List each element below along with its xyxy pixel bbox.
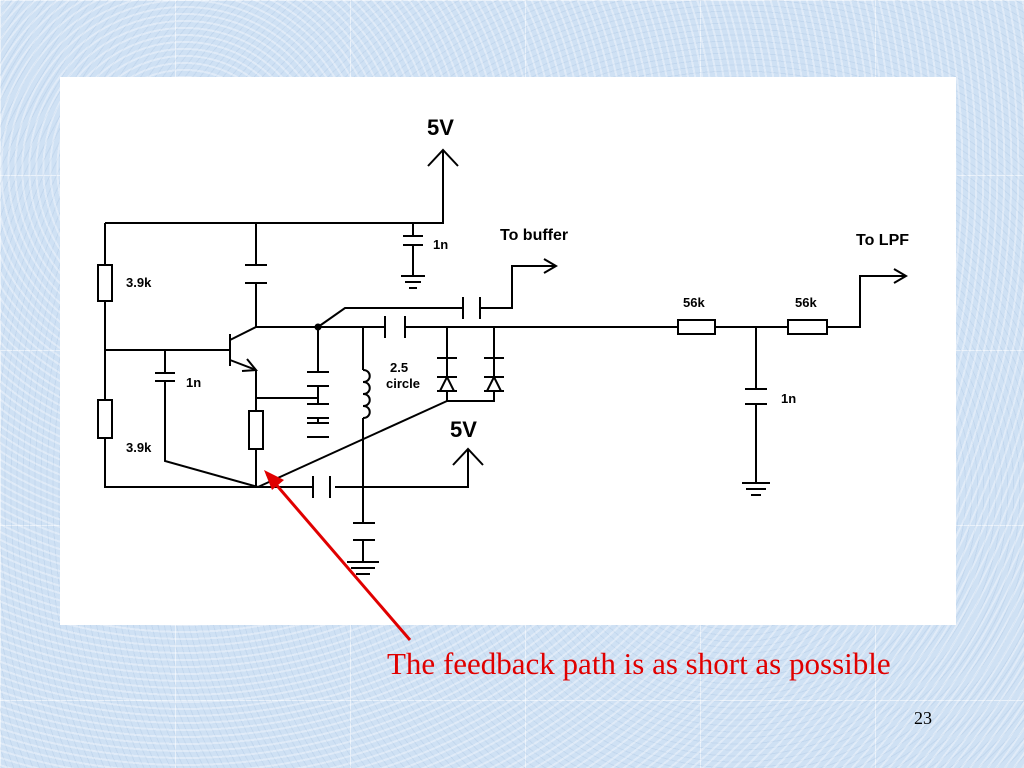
inductor-label-line-2: circle bbox=[386, 376, 420, 391]
slide-number: 23 bbox=[914, 708, 932, 728]
emitter-resistor bbox=[248, 410, 264, 487]
supply-rail-mid bbox=[335, 447, 484, 488]
feedback-arrow bbox=[264, 470, 412, 641]
varactor-diodes bbox=[257, 327, 504, 488]
filter-capacitor bbox=[742, 327, 770, 496]
bias-resistor-lower-label: 3.9k bbox=[126, 440, 152, 455]
filter-resistor-1 bbox=[677, 319, 788, 335]
buffer-capacitor bbox=[462, 258, 558, 319]
collector-capacitor bbox=[245, 223, 267, 327]
series-capacitor bbox=[384, 316, 685, 338]
buffer-tap-line bbox=[317, 307, 463, 328]
inductor bbox=[362, 327, 371, 523]
supply-label-mid: 5V bbox=[450, 417, 477, 442]
inductor-ground bbox=[347, 522, 379, 575]
supply-rail-top bbox=[104, 148, 459, 265]
filter-resistor-1-label: 56k bbox=[683, 295, 705, 310]
capacitor-ladder bbox=[256, 327, 329, 438]
bias-resistor-upper bbox=[97, 264, 113, 400]
transistor bbox=[229, 326, 258, 411]
supply-label-top: 5V bbox=[427, 115, 454, 140]
base-capacitor bbox=[155, 350, 259, 488]
decoupling-capacitor bbox=[401, 223, 425, 289]
bias-resistor-lower bbox=[97, 399, 258, 488]
base-capacitor-label: 1n bbox=[186, 375, 201, 390]
filter-capacitor-label: 1n bbox=[781, 391, 796, 406]
filter-resistor-2 bbox=[787, 268, 908, 335]
to-buffer-label: To buffer bbox=[500, 227, 568, 244]
emitter-coupling-capacitor bbox=[258, 476, 331, 498]
slide-caption: The feedback path is as short as possibl… bbox=[387, 646, 891, 681]
bias-resistor-upper-label: 3.9k bbox=[126, 275, 152, 290]
to-lpf-label: To LPF bbox=[856, 232, 909, 249]
inductor-label-line-1: 2.5 bbox=[390, 360, 408, 375]
filter-resistor-2-label: 56k bbox=[795, 295, 817, 310]
decoupling-capacitor-label: 1n bbox=[433, 237, 448, 252]
